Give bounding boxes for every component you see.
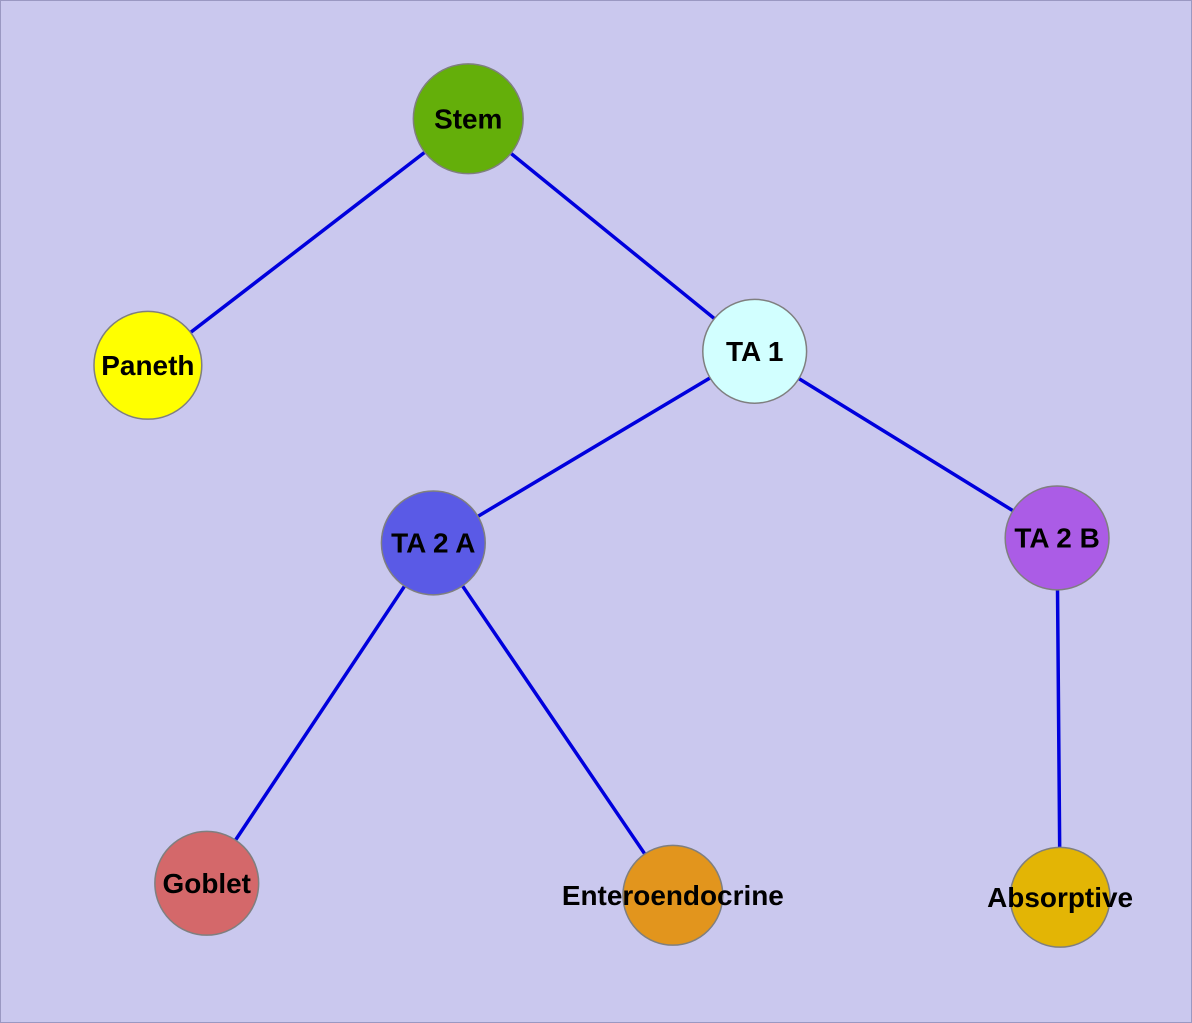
node-circle-absorptive[interactable] [1009,846,1111,948]
edge-stem-paneth [146,117,470,368]
node-ta-2-a[interactable]: TA 2 A [380,490,486,596]
node-label: Enteroendocrine [562,880,784,911]
node-circle-ta-2-a[interactable] [380,490,486,596]
node-absorptive[interactable]: Absorptive [987,846,1133,948]
edge-ta-2-b-absorptive [1055,536,1062,899]
node-ta-1[interactable]: TA 1 [702,298,808,404]
node-goblet[interactable]: Goblet [154,830,260,936]
node-label: Goblet [163,868,251,899]
node-circle-stem[interactable] [412,63,524,175]
edge-ta-2-a-goblet [205,541,436,886]
node-ta-2-b[interactable]: TA 2 B [1004,485,1110,591]
node-label: Stem [434,104,502,135]
edge-ta-1-ta-2-b [752,349,1059,540]
edge-stem-ta-1 [466,117,757,354]
node-enteroendocrine[interactable]: Enteroendocrine [562,844,784,946]
node-label: Paneth [101,350,194,381]
edge-ta-1-ta-2-a [431,349,757,545]
edge-ta-2-a-enteroendocrine [431,541,675,897]
node-stem[interactable]: Stem [412,63,524,175]
node-circle-enteroendocrine[interactable] [622,844,724,946]
node-circle-ta-1[interactable] [702,298,808,404]
node-label: TA 2 B [1014,523,1099,554]
node-circle-goblet[interactable] [154,830,260,936]
node-label: Absorptive [987,882,1133,913]
edge-layer [146,117,1062,899]
node-circle-paneth[interactable] [93,310,203,420]
node-circle-ta-2-b[interactable] [1004,485,1110,591]
node-label: TA 1 [726,336,783,367]
node-label: TA 2 A [391,528,475,559]
node-paneth[interactable]: Paneth [93,310,203,420]
